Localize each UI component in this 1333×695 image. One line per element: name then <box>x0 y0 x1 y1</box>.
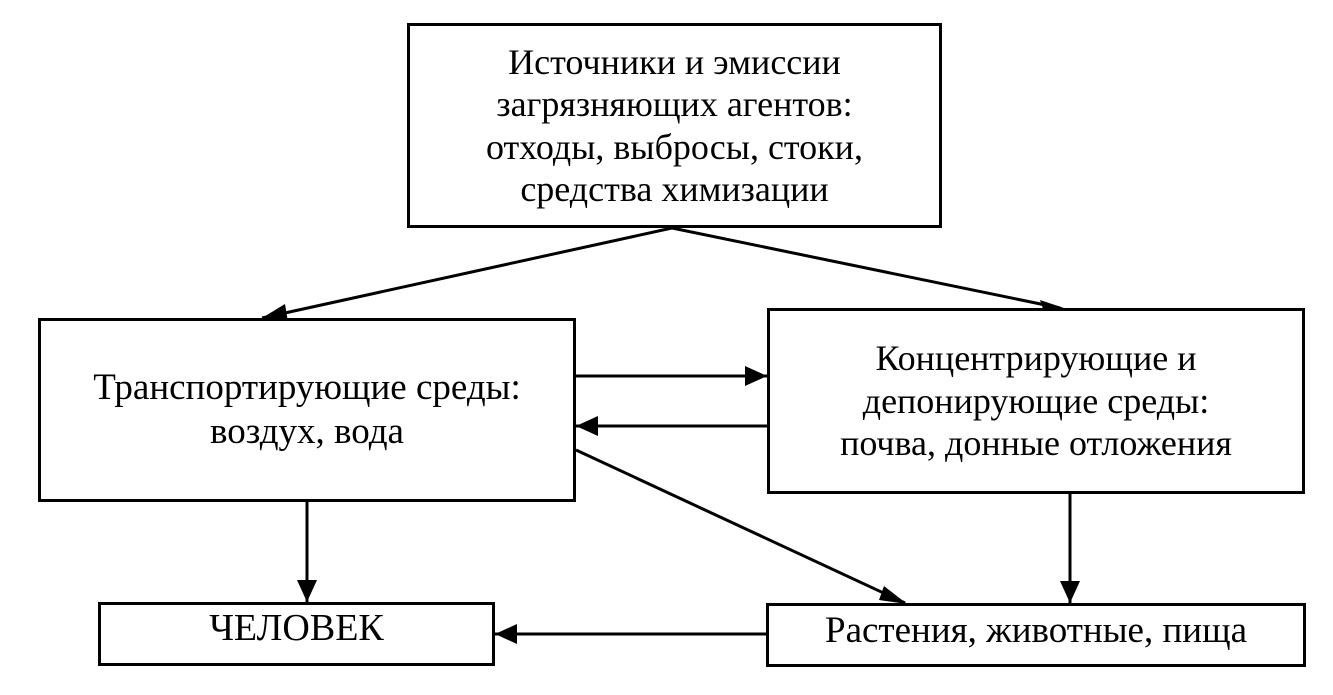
node-concentrating-media: Концентрирующие и депонирующие среды: по… <box>767 308 1305 494</box>
arrowhead-icon <box>745 366 767 386</box>
node-sources-label: Источники и эмиссии загрязняющих агентов… <box>486 41 863 209</box>
node-sources: Источники и эмиссии загрязняющих агентов… <box>407 23 942 228</box>
arrow-sources-to-transport <box>261 226 673 320</box>
arrowhead-icon <box>495 624 517 644</box>
node-biota: Растения, животные, пища <box>766 603 1306 667</box>
arrow-sources-to-concentrating <box>671 226 1061 310</box>
arrowhead-icon <box>262 304 288 322</box>
node-transport-label: Транспортирующие среды: воздух, вода <box>93 367 521 452</box>
arrowhead-icon <box>1060 581 1080 603</box>
arrowhead-icon <box>576 416 598 436</box>
node-human: ЧЕЛОВЕК <box>98 602 495 666</box>
node-transport-media: Транспортирующие среды: воздух, вода <box>38 318 576 502</box>
arrow-transport-to-biota <box>575 448 906 605</box>
node-human-label: ЧЕЛОВЕК <box>209 606 384 649</box>
arrowhead-icon <box>879 586 907 604</box>
node-biota-label: Растения, животные, пища <box>825 610 1247 652</box>
arrowhead-icon <box>297 580 317 602</box>
node-concentrating-label: Концентрирующие и депонирующие среды: по… <box>840 338 1232 464</box>
